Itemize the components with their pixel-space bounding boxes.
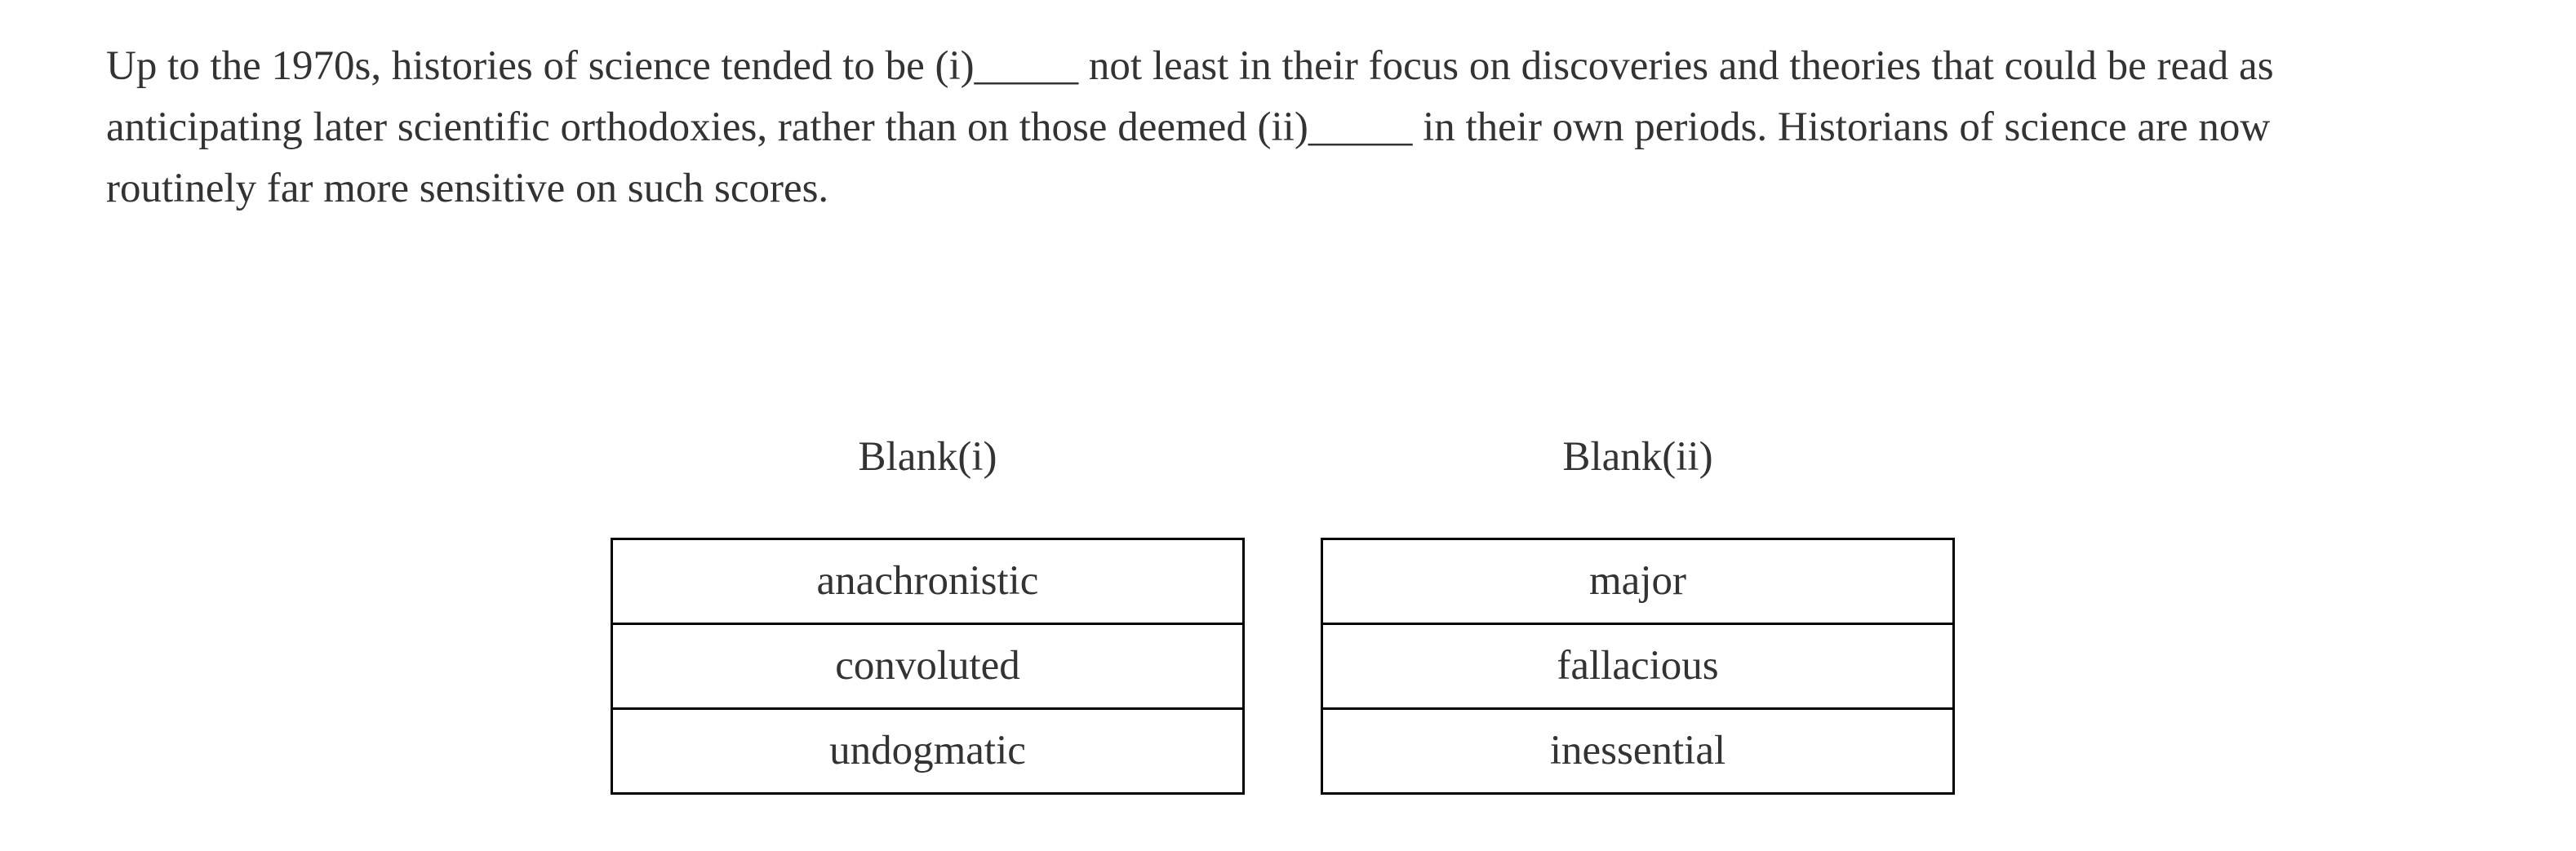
passage-text-2: not least in their focus on discoveries … — [106, 43, 2274, 150]
blank-i-option-undogmatic[interactable]: undogmatic — [613, 707, 1242, 792]
question-passage: Up to the 1970s, histories of science te… — [106, 36, 2424, 219]
blank-ii-choices: major fallacious inessential — [1321, 538, 1955, 795]
blank-i-choices: anachronistic convoluted undogmatic — [611, 538, 1245, 795]
blank-i-header: Blank(i) — [858, 434, 997, 480]
blank-i-placeholder: _____ — [974, 43, 1079, 89]
passage-text-3: in their own periods. Historians of scie… — [106, 104, 2271, 211]
blank-i-option-anachronistic[interactable]: anachronistic — [816, 558, 1039, 604]
blank-i-option-convoluted[interactable]: convoluted — [613, 623, 1242, 707]
blank-ii-option-inessential[interactable]: inessential — [1323, 707, 1952, 792]
blank-ii-header: Blank(ii) — [1562, 434, 1713, 480]
blank-ii-option-fallacious[interactable]: fallacious — [1323, 623, 1952, 707]
blank-ii-column: Blank(ii) major fallacious inessential — [1321, 424, 1955, 795]
passage-text-1: Up to the 1970s, histories of science te… — [106, 43, 975, 89]
blank-ii-option-major[interactable]: major — [1589, 558, 1686, 604]
blank-i-column: Blank(i) anachronistic convoluted undogm… — [611, 424, 1245, 795]
blank-ii-placeholder: _____ — [1308, 104, 1413, 150]
